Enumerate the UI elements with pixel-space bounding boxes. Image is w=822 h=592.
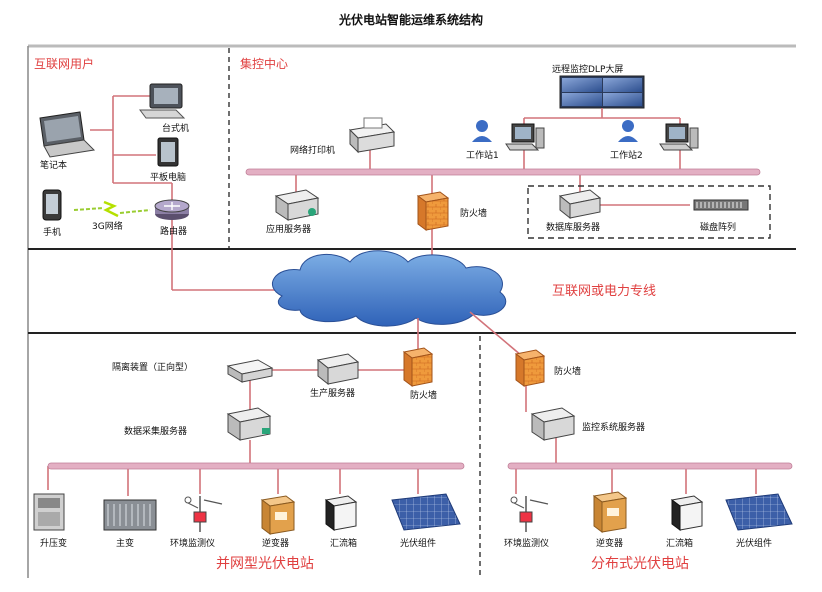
section-control-center: 集控中心	[240, 56, 288, 71]
control-center-links	[295, 108, 690, 258]
label-laptop: 笔记本	[40, 159, 67, 171]
firewall-cc-icon	[416, 191, 450, 231]
label-pv-module-g: 光伏组件	[400, 537, 436, 549]
label-tablet: 平板电脑	[150, 171, 186, 183]
label-booster: 升压变	[40, 537, 67, 549]
env-monitor-d-icon	[510, 496, 549, 532]
tablet-icon	[157, 137, 179, 167]
db-server-icon	[558, 189, 602, 220]
label-monitor-server: 监控系统服务器	[582, 421, 645, 433]
prod-server-icon	[316, 353, 360, 386]
label-isolator: 隔离装置（正向型）	[112, 361, 193, 373]
label-prod-server: 生产服务器	[310, 387, 355, 399]
booster-transformer-icon	[33, 493, 65, 531]
workstation2-icon	[618, 120, 699, 151]
dist-station-links	[515, 384, 757, 494]
label-cloud: 互联网或电力专线	[552, 284, 656, 299]
grid-station-links	[47, 369, 419, 496]
pv-module-d-icon	[725, 493, 793, 531]
label-collector-server: 数据采集服务器	[124, 425, 187, 437]
inverter-d-icon	[592, 491, 628, 533]
dist-station-bus	[507, 462, 793, 470]
network-cloud-icon	[271, 250, 507, 327]
firewall-dist-icon	[514, 349, 546, 387]
collector-server-icon	[226, 407, 272, 441]
label-router: 路由器	[160, 225, 187, 237]
firewall-grid-icon	[402, 347, 434, 387]
label-workstation2: 工作站2	[610, 149, 643, 161]
router-icon	[154, 199, 190, 220]
label-app-server: 应用服务器	[266, 223, 311, 235]
dlp-screen-icon	[559, 75, 645, 109]
wireless-3g-icon	[73, 200, 151, 218]
printer-icon	[348, 117, 396, 154]
label-dlp-screen: 远程监控DLP大屏	[552, 63, 623, 75]
label-3g-network: 3G网络	[92, 220, 123, 232]
phone-icon	[42, 189, 62, 221]
label-combiner-d: 汇流箱	[666, 537, 693, 549]
internet-user-links	[90, 95, 282, 291]
label-firewall-dist: 防火墙	[554, 365, 581, 377]
section-internet-users: 互联网用户	[34, 56, 94, 71]
combiner-d-icon	[670, 495, 704, 531]
label-printer: 网络打印机	[290, 144, 335, 156]
app-server-icon	[274, 189, 320, 221]
label-desktop: 台式机	[162, 122, 189, 134]
isolator-icon	[226, 359, 274, 383]
label-combiner-g: 汇流箱	[330, 537, 357, 549]
disk-array-icon	[693, 199, 749, 211]
combiner-g-icon	[324, 495, 358, 531]
label-env-monitor-d: 环境监测仪	[504, 537, 549, 549]
env-monitor-g-icon	[184, 496, 223, 532]
db-storage-group	[527, 185, 771, 239]
label-env-monitor-g: 环境监测仪	[170, 537, 215, 549]
main-transformer-icon	[103, 499, 157, 531]
frame	[27, 44, 796, 578]
label-db-server: 数据库服务器	[546, 221, 600, 233]
label-disk-array: 磁盘阵列	[700, 221, 736, 233]
label-inverter-d: 逆变器	[596, 537, 623, 549]
label-phone: 手机	[43, 226, 61, 238]
label-workstation1: 工作站1	[466, 149, 499, 161]
grid-station-bus	[47, 462, 465, 470]
label-pv-module-d: 光伏组件	[736, 537, 772, 549]
cloud-links	[417, 311, 523, 357]
section-distributed-station: 分布式光伏电站	[591, 556, 689, 572]
label-firewall-cc: 防火墙	[460, 207, 487, 219]
pv-module-g-icon	[391, 493, 461, 531]
label-firewall-grid: 防火墙	[410, 389, 437, 401]
laptop-icon	[39, 111, 96, 158]
section-grid-station: 并网型光伏电站	[216, 556, 314, 572]
diagram-title: 光伏电站智能运维系统结构	[338, 12, 483, 27]
desktop-icon	[139, 83, 186, 119]
monitor-server-icon	[530, 407, 576, 441]
workstation1-icon	[472, 120, 545, 151]
label-main-transformer: 主变	[116, 537, 134, 549]
inverter-g-icon	[260, 495, 296, 535]
control-center-bus	[245, 168, 761, 176]
label-inverter-g: 逆变器	[262, 537, 289, 549]
